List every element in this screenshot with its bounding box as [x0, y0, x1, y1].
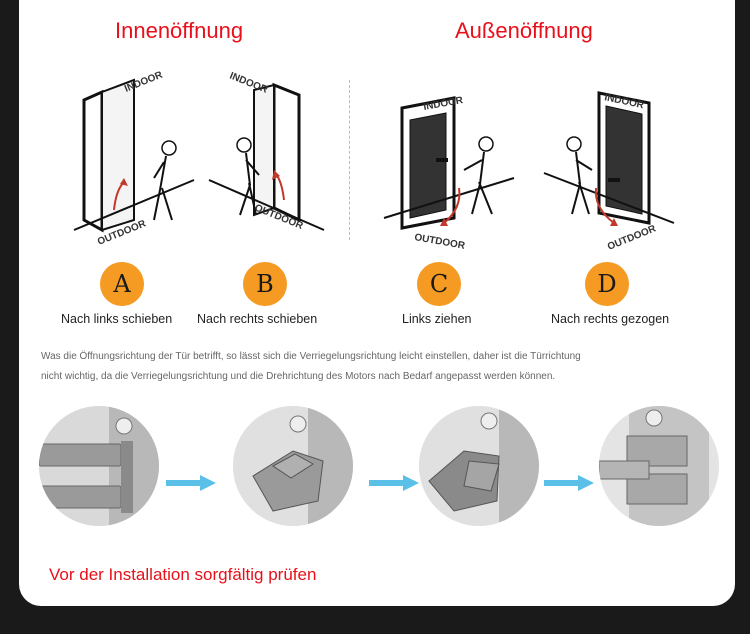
bolt-photo-4 [599, 406, 719, 526]
indoor-label-b: INDOOR [228, 71, 270, 96]
heading-outside-opening: Außenöffnung [455, 18, 593, 43]
option-badge-a: A [100, 262, 144, 306]
option-caption-b: Nach rechts schieben [197, 312, 318, 326]
door-diagram-c: INDOOR OUTDOOR [374, 78, 524, 258]
person-figure-d [566, 136, 593, 215]
indoor-label-a: INDOOR [123, 70, 165, 95]
option-caption-a: Nach links schieben [61, 312, 173, 326]
right-arrow-icon-2 [369, 475, 419, 496]
door-diagram-b: INDOOR OUTDOOR [204, 70, 354, 250]
option-caption-d: Nach rechts gezogen [551, 312, 670, 326]
note-line-1: Was die Öffnungsrichtung der Tür betriff… [41, 351, 581, 362]
heading-inside-opening: Innenöffnung [115, 18, 244, 43]
note-line-2: nicht wichtig, da die Verriegelungsricht… [41, 371, 556, 382]
option-badge-d: D [585, 262, 629, 306]
person-figure-c [463, 136, 494, 215]
door-diagram-a: INDOOR OUTDOOR [54, 70, 204, 250]
outdoor-label-c: OUTDOOR [413, 232, 466, 252]
door-diagram-d: INDOOR OUTDOOR [534, 78, 684, 258]
bolt-photo-3 [419, 406, 539, 526]
outdoor-label-d: OUTDOOR [606, 223, 658, 253]
option-caption-c: Links ziehen [402, 312, 472, 326]
person-figure-b [236, 137, 260, 216]
instruction-card: Innenöffnung Außenöffnung INDOOR OUTDOOR [19, 0, 735, 606]
right-arrow-icon-1 [166, 475, 216, 496]
option-badge-b: B [243, 262, 287, 306]
person-figure-a [153, 140, 177, 221]
section-divider [349, 80, 350, 240]
right-arrow-icon-3 [544, 475, 594, 496]
option-badge-c: C [417, 262, 461, 306]
install-warning: Vor der Installation sorgfältig prüfen [49, 565, 317, 584]
direction-note: Was die Öffnungsrichtung der Tür betriff… [41, 347, 721, 387]
bolt-photo-2 [233, 406, 353, 526]
bolt-photo-1 [39, 406, 159, 526]
